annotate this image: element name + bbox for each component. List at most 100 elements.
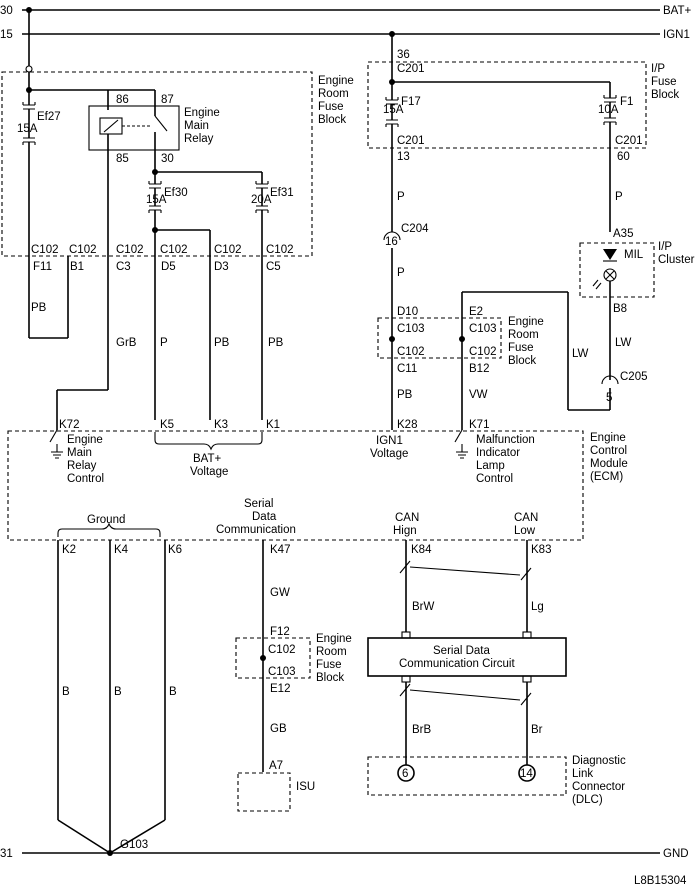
- f1-name: F1: [620, 96, 633, 108]
- pin-k4: K4: [114, 544, 129, 556]
- ground-point-g103: G103: [120, 839, 148, 851]
- mid-c103-right: C103: [469, 323, 497, 335]
- serial-data-isu-circuit: GW F12 C102 C103 E12 Engine Room Fuse Bl…: [235, 540, 355, 812]
- c102-connector-1: C102: [31, 244, 59, 256]
- lower-fuse-block: [235, 637, 311, 679]
- c102-connector-4: C102: [160, 244, 188, 256]
- bat-rail-label: BAT+: [663, 5, 692, 17]
- pin-c5: C5: [266, 261, 281, 273]
- ef30-rating: 15A: [146, 194, 167, 206]
- pin-k3: K3: [214, 419, 228, 431]
- ground-circuit: B B B G103: [57, 540, 177, 856]
- ip-pin-60: 60: [617, 151, 630, 163]
- can-low-label: CAN Low: [514, 512, 541, 537]
- c102-connector-6: C102: [266, 244, 294, 256]
- wire-gb: GB: [270, 723, 287, 735]
- wire-vw-k71: VW: [469, 389, 488, 401]
- engine-fuse-block-title: Engine Room Fuse Block: [318, 75, 357, 126]
- relay-pin-86: 86: [116, 94, 129, 106]
- wire-pb-k28: PB: [397, 389, 413, 401]
- bat-voltage-label: BAT+ Voltage: [190, 453, 228, 478]
- bat-rail: 30 BAT+: [0, 5, 692, 17]
- relay-control-label: Engine Main Relay Control: [67, 434, 106, 485]
- mid-c102-right: C102: [469, 346, 497, 358]
- wire-lg: Lg: [531, 601, 544, 613]
- pin-k5: K5: [160, 419, 174, 431]
- lower-c103: C103: [268, 666, 296, 678]
- wire-b-2: B: [114, 686, 122, 698]
- wire-pb-d3: PB: [214, 337, 230, 349]
- mid-pin-b12: B12: [469, 363, 489, 375]
- c102-connector-3: C102: [116, 244, 144, 256]
- ef31-rating: 20A: [251, 194, 272, 206]
- wire-p-d5: P: [160, 337, 168, 349]
- ef30-name: Ef30: [164, 187, 188, 199]
- wire-pb-c5: PB: [268, 337, 284, 349]
- mid-fuse-block-title: Engine Room Fuse Block: [508, 316, 547, 367]
- ign-rail: 15 IGN1: [0, 29, 690, 41]
- mid-c103-left: C103: [397, 323, 425, 335]
- ef31-name: Ef31: [270, 187, 294, 199]
- pin-k6: K6: [168, 544, 182, 556]
- ip-c201-top: C201: [397, 63, 425, 75]
- wire-lw-right: LW: [615, 337, 632, 349]
- a35-pin: A35: [613, 228, 633, 240]
- mil-label: MIL: [624, 249, 644, 261]
- figure-id: L8B15304: [634, 875, 687, 887]
- pin-k72: K72: [59, 419, 79, 431]
- b8-pin: B8: [613, 303, 627, 315]
- wire-b-3: B: [169, 686, 177, 698]
- c205-pin: 5: [606, 392, 612, 404]
- wire-br: Br: [531, 724, 543, 736]
- pin-c3: C3: [116, 261, 131, 273]
- isu-pin-a7: A7: [269, 760, 283, 772]
- f17-name: F17: [401, 96, 421, 108]
- wire-p-c204: P: [397, 267, 405, 279]
- ground-label: Ground: [87, 514, 125, 526]
- c205-label: C205: [620, 371, 648, 383]
- can-bus-circuit: BrW Lg Serial Data Communication Circuit…: [367, 540, 626, 806]
- wire-brb: BrB: [412, 724, 432, 736]
- pin-k84: K84: [411, 544, 432, 556]
- ign-rail-label: IGN1: [663, 29, 690, 41]
- wire-brw: BrW: [412, 601, 435, 613]
- pin-k2: K2: [62, 544, 76, 556]
- pin-k71: K71: [469, 419, 489, 431]
- ip-pin-13: 13: [397, 151, 410, 163]
- wire-grb: GrB: [116, 337, 137, 349]
- mid-c102-left: C102: [397, 346, 425, 358]
- ip-fuse-block: I/P Fuse Block 36 C201 F17 15A F1 10A C2…: [367, 34, 680, 232]
- ign-rail-number: 15: [0, 29, 13, 41]
- ecm-module: Engine Control Module (ECM) K72 K5 K3 K1…: [7, 419, 631, 556]
- relay-pin-30: 30: [161, 153, 174, 165]
- wire-p-ip: P: [397, 191, 405, 203]
- f1-rating: 10A: [598, 104, 619, 116]
- ecm-title: Engine Control Module (ECM): [590, 432, 631, 483]
- isu-label: ISU: [296, 781, 315, 793]
- bat-rail-number: 30: [0, 5, 13, 17]
- engine-room-fuse-block-mid: [377, 317, 502, 359]
- ip-c201-left: C201: [397, 135, 425, 147]
- gnd-rail-label: GND: [663, 848, 689, 860]
- lower-fuse-block-title: Engine Room Fuse Block: [316, 633, 355, 684]
- f17-rating: 15A: [383, 104, 404, 116]
- ip-fuse-block-title: I/P Fuse Block: [651, 63, 680, 101]
- mid-pin-e2: E2: [469, 306, 483, 318]
- ip-cluster-title: I/P Cluster: [658, 241, 695, 266]
- pin-b1: B1: [70, 261, 84, 273]
- ef27-name: Ef27: [37, 111, 61, 123]
- wire-p-mil: P: [615, 191, 623, 203]
- mid-pin-d10: D10: [397, 306, 418, 318]
- lower-pin-e12: E12: [270, 683, 290, 695]
- relay-pin-87: 87: [161, 94, 174, 106]
- c204-pin: 16: [385, 236, 398, 248]
- c102-connector-5: C102: [214, 244, 242, 256]
- pin-k1: K1: [266, 419, 280, 431]
- serial-data-communication-circuit: [367, 637, 567, 677]
- mid-pin-c11: C11: [397, 363, 417, 375]
- wire-b-1: B: [62, 686, 70, 698]
- engine-main-relay: [88, 105, 180, 151]
- wire-gw: GW: [270, 587, 290, 599]
- wire-lw-left: LW: [572, 348, 589, 360]
- pin-k83: K83: [531, 544, 551, 556]
